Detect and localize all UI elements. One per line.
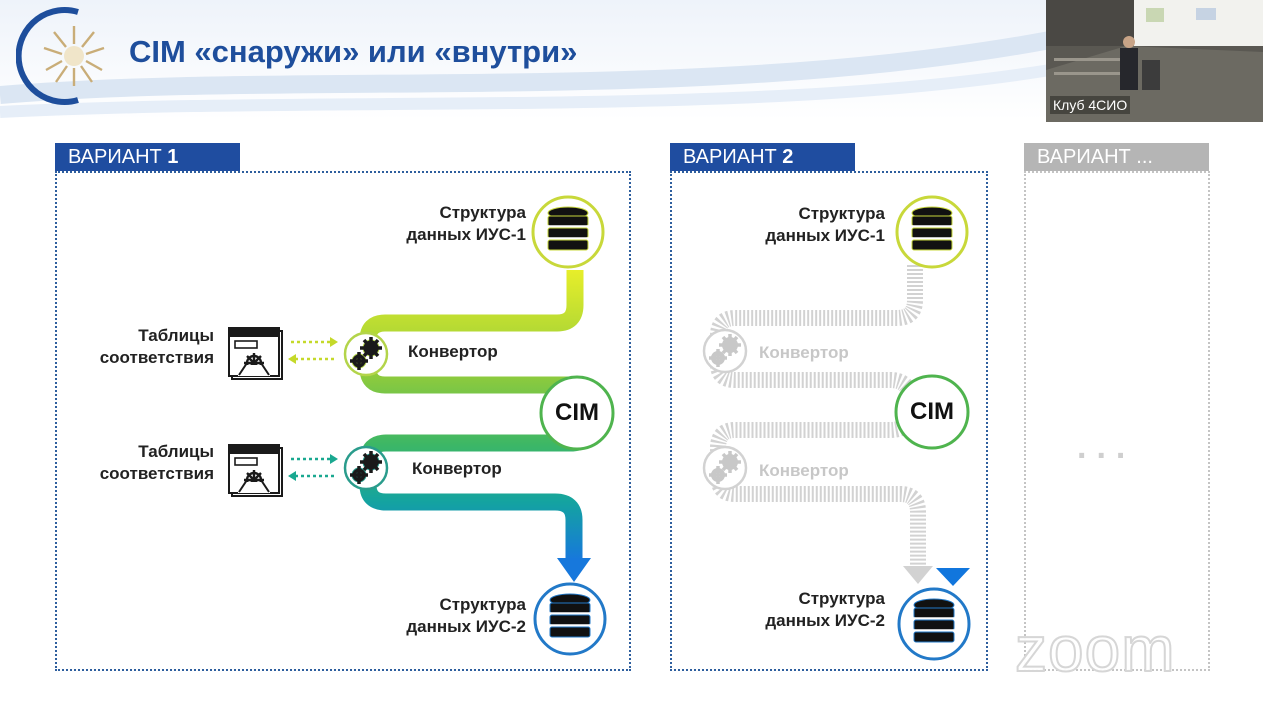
variant-3-ellipsis: ... bbox=[1077, 428, 1136, 466]
v1-mapping-1-line1: Таблицы bbox=[138, 326, 214, 345]
v1-mapping-1-line2: соответствия bbox=[99, 348, 214, 367]
v1-cim-label: CIM bbox=[555, 399, 599, 426]
variant-2-number: 2 bbox=[782, 146, 794, 168]
v1-bottom-db-line2: данных ИУС-2 bbox=[406, 617, 526, 636]
v1-bottom-db-line1: Структура bbox=[439, 595, 526, 614]
variant-2-prefix: ВАРИАНТ bbox=[683, 146, 783, 168]
v2-top-db-line1: Структура bbox=[798, 204, 885, 223]
db-ius1-icon-v2 bbox=[895, 195, 969, 269]
video-feed bbox=[1046, 0, 1263, 122]
variant-1-number: 1 bbox=[167, 146, 179, 168]
v2-bottom-db-line2: данных ИУС-2 bbox=[765, 611, 885, 630]
variant-1-tab: ВАРИАНТ 1 bbox=[55, 143, 240, 171]
v1-top-db-line1: Структура bbox=[439, 203, 526, 222]
variant-2-box bbox=[670, 171, 988, 671]
slide-title: CIM «снаружи» или «внутри» bbox=[129, 34, 578, 69]
v1-converter-1-label: Конвертор bbox=[408, 342, 498, 361]
variant-1-flow bbox=[227, 195, 615, 656]
v1-mapping-2-line2: соответствия bbox=[99, 464, 214, 483]
variant-3-box bbox=[1024, 171, 1210, 671]
db-ius2-icon-v2 bbox=[897, 587, 971, 661]
variant-3-tab: ВАРИАНТ ... bbox=[1024, 143, 1209, 171]
participant-video-tile[interactable]: Клуб 4СИО bbox=[1046, 0, 1263, 122]
v1-mapping-table-2-label: Таблицы соответствия bbox=[64, 441, 214, 485]
v2-converter-1-label: Конвертор bbox=[759, 343, 849, 362]
db-ius1-icon bbox=[531, 195, 605, 269]
variant-1-box bbox=[55, 171, 631, 671]
v1-top-db-label: Структура данных ИУС-1 bbox=[378, 202, 526, 246]
variant-1-prefix: ВАРИАНТ bbox=[68, 146, 168, 168]
v2-top-db-label: Структура данных ИУС-1 bbox=[735, 203, 885, 247]
variant-2-flow bbox=[702, 195, 971, 661]
v2-converter-2-label: Конвертор bbox=[759, 461, 849, 480]
company-logo-icon bbox=[16, 7, 105, 105]
participant-name-label: Клуб 4СИО bbox=[1050, 96, 1131, 114]
header-swoosh bbox=[0, 31, 1052, 118]
v2-cim-label: CIM bbox=[910, 398, 954, 425]
v2-top-db-line2: данных ИУС-1 bbox=[765, 226, 885, 245]
variant-2-tab: ВАРИАНТ 2 bbox=[670, 143, 855, 171]
variant-3-prefix: ВАРИАНТ bbox=[1037, 146, 1137, 168]
v1-mapping-2-line1: Таблицы bbox=[138, 442, 214, 461]
zoom-watermark: zoom bbox=[1014, 612, 1176, 686]
v2-bottom-db-label: Структура данных ИУС-2 bbox=[735, 588, 885, 632]
v1-mapping-table-1-label: Таблицы соответствия bbox=[64, 325, 214, 369]
v1-top-db-line2: данных ИУС-1 bbox=[406, 225, 526, 244]
v1-bottom-db-label: Структура данных ИУС-2 bbox=[378, 594, 526, 638]
variant-3-number: ... bbox=[1136, 146, 1153, 168]
v2-bottom-db-line1: Структура bbox=[798, 589, 885, 608]
db-ius2-icon bbox=[533, 582, 607, 656]
v1-converter-2-label: Конвертор bbox=[412, 459, 502, 478]
